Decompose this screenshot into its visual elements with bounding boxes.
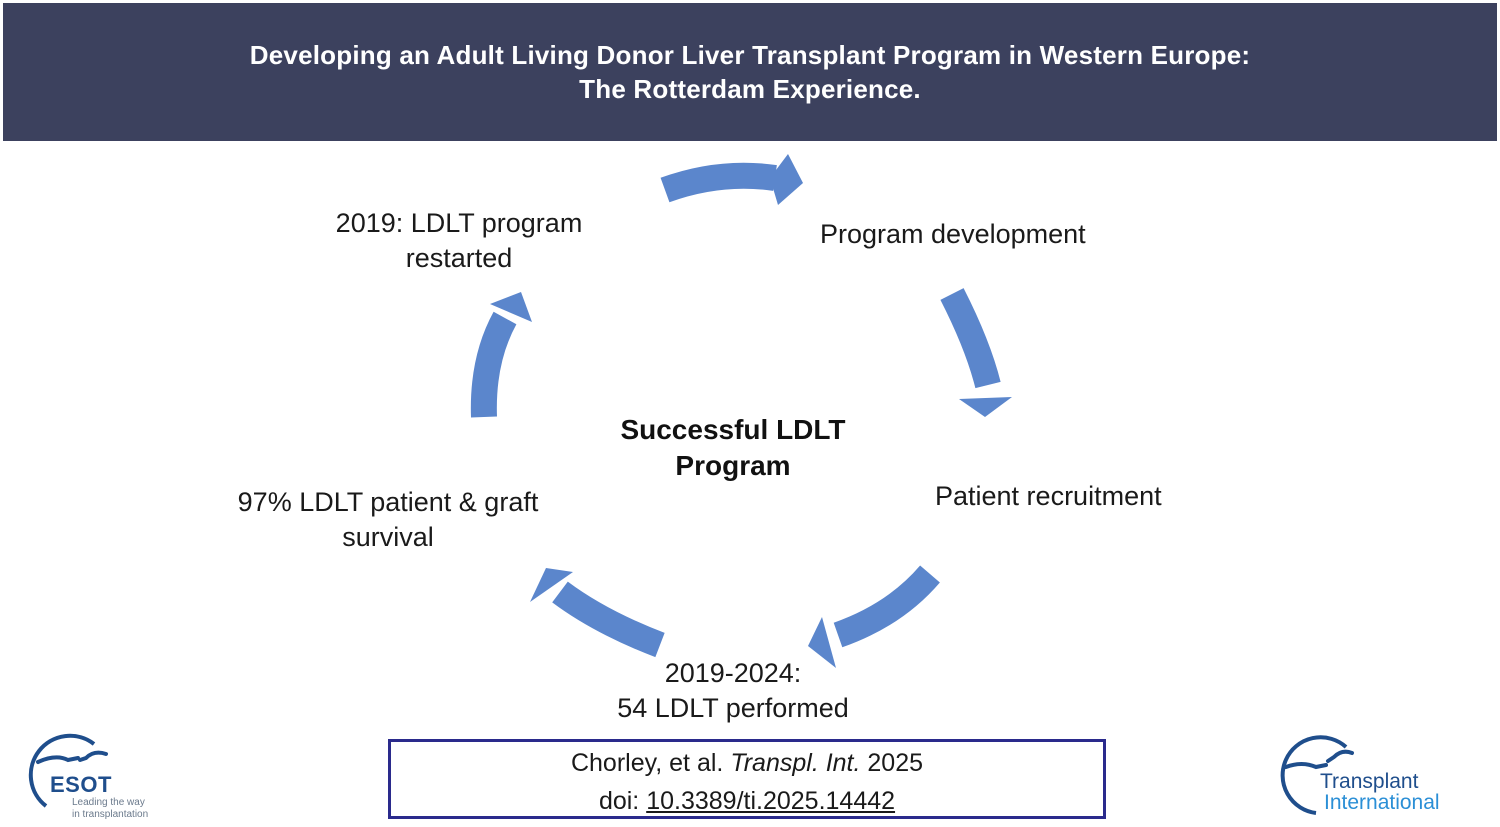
arrow-head-right-lower [808,617,836,668]
cycle-center-label: Successful LDLT Program [620,414,846,481]
arrow-to-patient-recruitment [940,288,1001,389]
arrow-to-ldlt-performed [833,565,940,648]
arrow-head-right-upper [959,397,1012,417]
citation-box: Chorley, et al. Transpl. Int. 2025 doi: … [388,739,1106,819]
esot-logo: ESOT Leading the way in transplantation [24,728,174,824]
arrow-to-program-restarted [470,311,517,418]
citation-reference: Chorley, et al. Transpl. Int. 2025 [570,749,924,777]
citation-doi: doi: 10.3389/ti.2025.14442 [598,787,896,815]
arrow-to-survival [552,581,665,658]
title-line-1: Developing an Adult Living Donor Liver T… [249,40,1251,70]
arrow-to-program-development [660,162,777,203]
title-banner: Developing an Adult Living Donor Liver T… [3,3,1497,141]
arrow-head-left-lower [530,568,573,602]
step-patient-recruitment: Patient recruitment [935,481,1162,511]
step-program-restarted: 2019: LDLT program restarted [335,208,583,273]
arrow-head-top [770,154,803,205]
step-survival: 97% LDLT patient & graft survival [237,487,539,552]
doi-link[interactable]: 10.3389/ti.2025.14442 [646,787,896,815]
step-ldlt-performed: 2019-2024: 54 LDLT performed [617,658,849,723]
step-program-development: Program development [820,219,1086,249]
transplant-international-logo: Transplant International [1276,733,1476,819]
arrow-head-left-upper [490,292,532,322]
title-line-2: The Rotterdam Experience. [579,74,921,104]
